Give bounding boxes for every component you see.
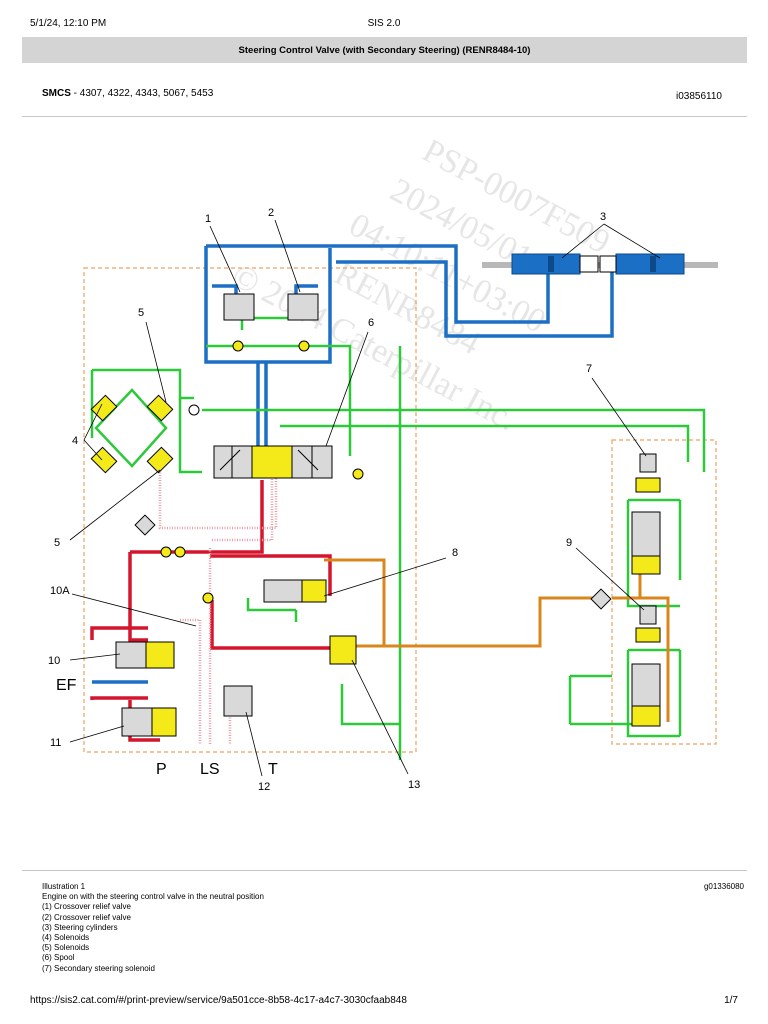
label-ls: LS xyxy=(200,761,220,778)
caption-item: (1) Crossover relief valve xyxy=(42,902,131,912)
label-p: P xyxy=(156,761,167,778)
label-t: T xyxy=(268,761,278,778)
caption-title: Illustration 1 xyxy=(42,882,86,891)
graphic-id: g01336080 xyxy=(703,882,744,891)
caption-item: (2) Crossover relief valve xyxy=(42,912,131,922)
print-app-name: SIS 2.0 xyxy=(367,18,401,29)
label-13: 13 xyxy=(408,779,420,791)
label-8: 8 xyxy=(452,547,458,559)
valves-10-11 xyxy=(115,641,177,737)
label-1: 1 xyxy=(205,213,211,225)
solenoid-bridge xyxy=(90,388,200,474)
crossover-relief-valves xyxy=(223,293,319,352)
caption-item: (5) Solenoids xyxy=(42,943,90,953)
green-lines xyxy=(90,310,706,760)
label-2: 2 xyxy=(268,207,274,219)
secondary-steering-valves xyxy=(631,453,661,727)
filter-b xyxy=(590,588,612,610)
hydraulic-schematic: PSP-0007F509 2024/05/01 04:10:11+03:00 R… xyxy=(48,140,718,793)
top-divider xyxy=(22,116,747,117)
secondary-steering-frame xyxy=(611,439,717,745)
check-valve-c xyxy=(202,592,214,604)
smcs-code-list: - 4307, 4322, 4343, 5067, 5453 xyxy=(70,88,214,99)
label-6: 6 xyxy=(368,317,374,329)
watermark: PSP-0007F509 2024/05/01 04:10:11+03:00 R… xyxy=(226,140,616,438)
label-11: 11 xyxy=(50,737,61,749)
leader-lines xyxy=(69,219,661,777)
valve-8 xyxy=(263,579,327,603)
footer-url-link[interactable]: https://sis2.cat.com/#/print-preview/ser… xyxy=(30,995,407,1006)
smcs-label: SMCS xyxy=(42,88,71,99)
check-valve-a xyxy=(160,546,172,558)
smcs-codes: SMCS - 4307, 4322, 4343, 5067, 5453 xyxy=(42,88,213,99)
label-7: 7 xyxy=(586,363,592,375)
caption-divider xyxy=(22,870,747,871)
label-ef: EF xyxy=(56,677,77,694)
label-3: 3 xyxy=(600,211,606,223)
caption-item: (4) Solenoids xyxy=(42,933,90,943)
orange-lines xyxy=(324,540,670,722)
caption-item: (3) Steering cylinders xyxy=(42,922,118,932)
caption-item: (6) Spool xyxy=(42,953,75,963)
label-10a: 10A xyxy=(50,585,70,597)
valve-13 xyxy=(329,635,357,665)
check-valve-b xyxy=(174,546,186,558)
document-title: Steering Control Valve (with Secondary S… xyxy=(238,44,531,56)
label-10: 10 xyxy=(48,655,60,667)
steering-cylinders xyxy=(482,253,718,275)
label-5-bottom: 5 xyxy=(54,537,60,549)
label-12: 12 xyxy=(258,781,270,793)
check-valve-d xyxy=(352,468,364,480)
pink-lines xyxy=(158,450,278,744)
document-title-bar: Steering Control Valve (with Secondary S… xyxy=(22,37,747,63)
print-datetime: 5/1/24, 12:10 PM xyxy=(30,18,107,29)
caption-description: Engine on with the steering control valv… xyxy=(42,892,264,902)
caption-item: (7) Secondary steering solenoid xyxy=(42,963,155,973)
filter-a xyxy=(134,514,156,536)
control-valve-frame xyxy=(83,267,417,753)
blue-lines xyxy=(92,244,614,684)
label-9: 9 xyxy=(566,537,572,549)
valve-12 xyxy=(223,685,253,717)
spool-valve xyxy=(213,445,333,479)
callout-labels: 1 2 3 5 6 7 4 5 8 9 10A 10 11 12 13 EF P… xyxy=(48,207,606,793)
label-4: 4 xyxy=(72,435,78,447)
illustration-caption: Illustration 1 Engine on with the steeri… xyxy=(42,882,264,974)
label-5-top: 5 xyxy=(138,307,144,319)
document-id: i03856110 xyxy=(676,91,722,102)
footer-page-number: 1/7 xyxy=(724,995,738,1006)
